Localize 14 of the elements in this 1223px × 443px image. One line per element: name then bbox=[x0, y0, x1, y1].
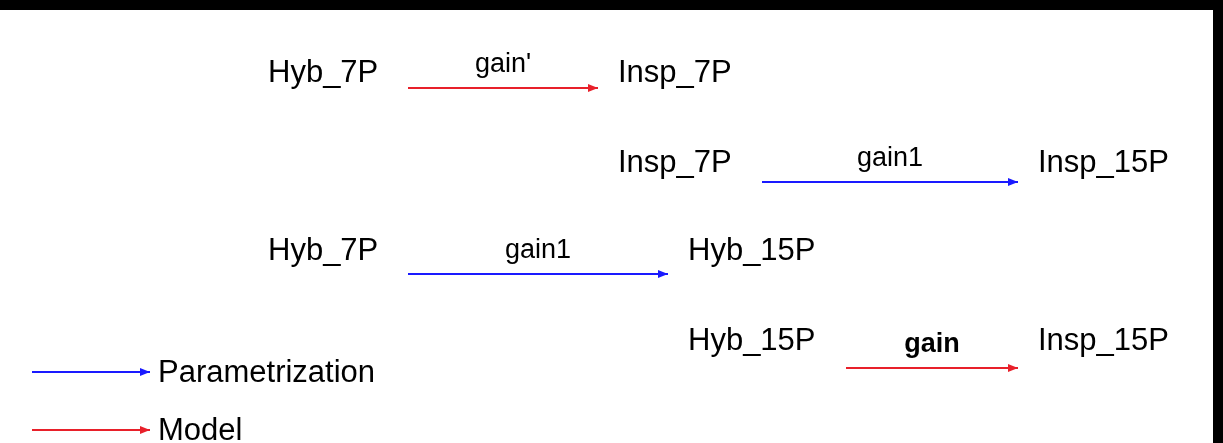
node-label: Insp_15P bbox=[1026, 142, 1181, 182]
node-label: Hyb_7P bbox=[256, 52, 391, 92]
node-label: Insp_15P bbox=[1026, 320, 1181, 360]
node-label: Hyb_15P bbox=[676, 230, 828, 270]
node-label: Insp_7P bbox=[606, 142, 744, 182]
node-label: Hyb_7P bbox=[256, 230, 391, 270]
node-label: Insp_7P bbox=[606, 52, 744, 92]
arrow bbox=[407, 84, 599, 92]
arrow bbox=[761, 178, 1019, 186]
arrow bbox=[407, 270, 669, 278]
node-label: Hyb_15P bbox=[676, 320, 828, 360]
legend-text: Parametrization bbox=[158, 353, 376, 391]
arrow bbox=[845, 364, 1019, 372]
legend-text: Model bbox=[158, 411, 243, 443]
